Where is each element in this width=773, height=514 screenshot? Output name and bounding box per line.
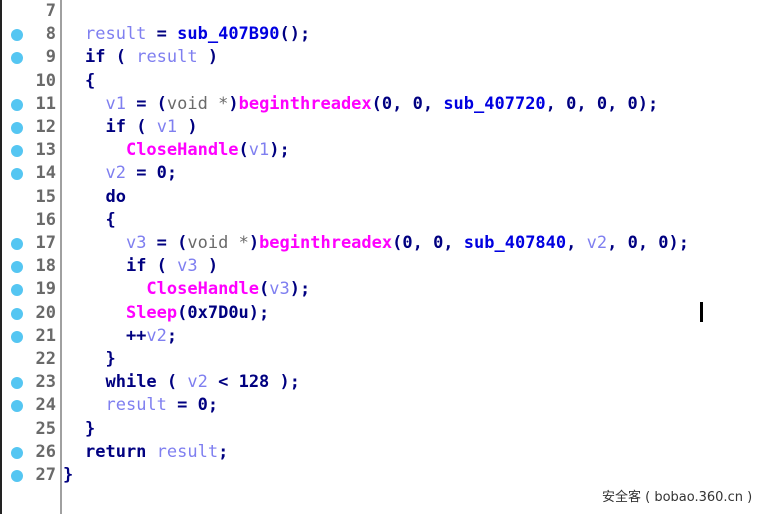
line-number: 15 — [35, 186, 56, 207]
breakpoint-dot-icon[interactable] — [11, 122, 23, 134]
breakpoint-dot-icon[interactable] — [11, 29, 23, 42]
line-number: 13 — [35, 140, 56, 161]
window-left-border — [0, 0, 2, 514]
line-number: 21 — [35, 325, 56, 346]
breakpoint-dot-icon[interactable] — [11, 377, 23, 390]
code-text: do — [105, 186, 126, 207]
code-text: { — [85, 70, 96, 91]
breakpoint-dot-icon[interactable] — [11, 446, 23, 459]
line-number: 24 — [35, 395, 56, 416]
line-number: 18 — [35, 256, 56, 277]
breakpoint-dot-icon[interactable] — [11, 98, 23, 111]
code-text: v3 = (void *)beginthreadex(0, 0, sub_407… — [125, 233, 689, 253]
breakpoint-dot-icon[interactable] — [11, 52, 23, 65]
line-number: 10 — [35, 70, 56, 91]
breakpoint-dot-icon[interactable] — [11, 238, 23, 250]
line-number: 26 — [35, 441, 56, 462]
line-number: 8 — [45, 24, 56, 45]
line-number: 22 — [35, 349, 56, 369]
line-number: 23 — [35, 372, 56, 393]
gutter-separator — [60, 0, 62, 514]
line-number: 27 — [35, 465, 56, 485]
code-text: if ( result ) — [85, 47, 219, 68]
line-number: 20 — [35, 302, 56, 323]
line-number: 25 — [35, 418, 56, 439]
code-text: CloseHandle(v3); — [146, 279, 311, 300]
code-text: result = 0; — [105, 395, 219, 416]
code-text: if ( v1 ) — [105, 117, 198, 137]
line-number: 14 — [35, 163, 56, 184]
code-text: } — [85, 418, 96, 439]
breakpoint-dot-icon[interactable] — [11, 330, 23, 343]
line-number: 16 — [35, 209, 56, 230]
text-cursor — [700, 302, 703, 322]
code-text: CloseHandle(v1); — [125, 140, 290, 161]
breakpoint-dot-icon[interactable] — [11, 284, 23, 297]
line-number: 19 — [35, 279, 56, 300]
line-number: 11 — [35, 93, 56, 114]
breakpoint-dot-icon[interactable] — [11, 400, 23, 413]
code-text: { — [85, 209, 116, 230]
code-text: v1 = (void *)beginthreadex(0, 0, sub_407… — [105, 93, 659, 114]
breakpoint-dot-icon[interactable] — [11, 168, 23, 181]
line-number: 12 — [35, 117, 56, 137]
breakpoint-dot-icon[interactable] — [11, 470, 23, 482]
line-number: 7 — [45, 1, 56, 21]
breakpoint-dot-icon[interactable] — [11, 307, 23, 320]
code-text: ++v2; — [85, 325, 178, 346]
code-text: Sleep(0x7D0u); — [125, 302, 270, 323]
watermark: 安全客 ( bobao.360.cn ) — [602, 490, 753, 505]
line-number: 17 — [35, 233, 56, 253]
code-text: v2 = 0; — [105, 163, 178, 184]
code-text: if ( v3 ) — [125, 256, 219, 277]
code-text: result = sub_407B90(); — [85, 24, 311, 45]
code-text: } — [85, 349, 116, 369]
code-text: } — [63, 465, 74, 485]
code-text: while ( v2 < 128 ); — [105, 372, 300, 393]
breakpoint-dot-icon[interactable] — [11, 145, 23, 158]
code-text: return result; — [85, 441, 229, 462]
line-number: 9 — [45, 47, 56, 68]
breakpoint-dot-icon[interactable] — [11, 261, 23, 274]
